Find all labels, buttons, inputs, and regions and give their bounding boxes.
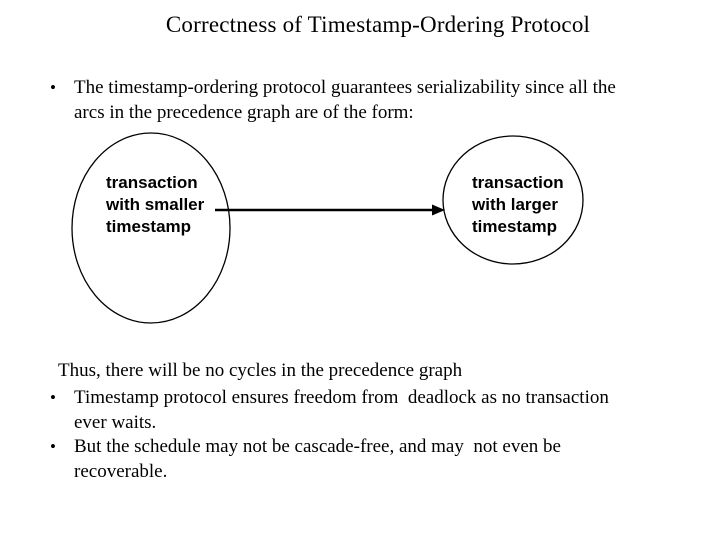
arrow-right-icon	[432, 204, 445, 216]
bullet-item-deadlock: • Timestamp protocol ensures freedom fro…	[50, 385, 698, 435]
bullet-item-cascade: • But the schedule may not be cascade-fr…	[50, 434, 698, 484]
bullet-text-deadlock: Timestamp protocol ensures freedom from …	[74, 387, 609, 433]
right-node-label: transaction with larger timestamp	[472, 173, 564, 236]
left-transaction-ellipse	[71, 132, 231, 324]
bullet-text-cascade: But the schedule may not be cascade-free…	[74, 436, 561, 482]
bullet-item-serializability: • The timestamp-ordering protocol guaran…	[50, 75, 698, 125]
bullet-icon: •	[50, 388, 56, 407]
left-node-label: transaction with smaller timestamp	[106, 173, 205, 236]
bullet-text-serializability: The timestamp-ordering protocol guarante…	[74, 77, 616, 123]
right-transaction-ellipse	[442, 135, 584, 265]
bullet-icon: •	[50, 78, 56, 97]
slide-title: Correctness of Timestamp-Ordering Protoc…	[165, 12, 591, 37]
bullet-icon: •	[50, 437, 56, 456]
thus-statement: Thus, there will be no cycles in the pre…	[58, 360, 463, 381]
